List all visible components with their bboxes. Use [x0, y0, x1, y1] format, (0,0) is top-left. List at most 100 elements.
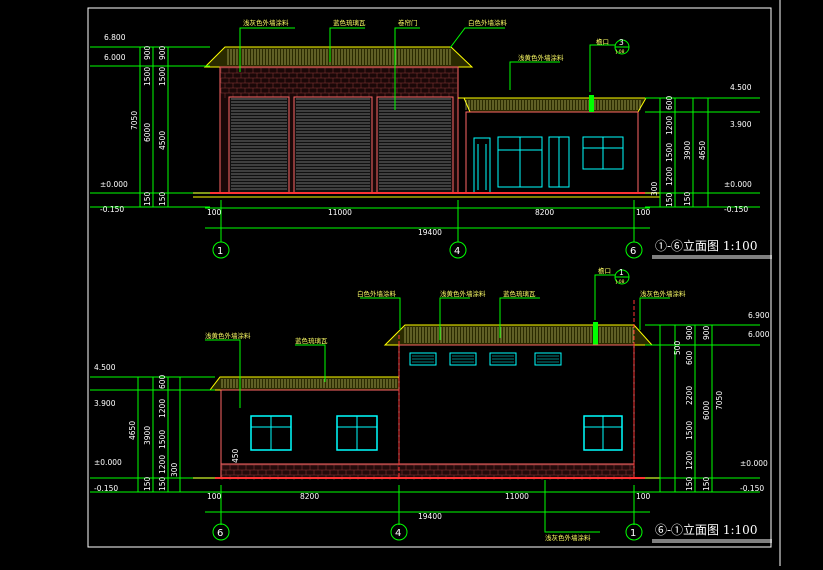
back-bottom-dim-2: 8200: [300, 492, 319, 501]
roller-door-2: [293, 96, 373, 194]
back-downpipe: [593, 322, 598, 346]
roller-door-1: [228, 96, 290, 194]
annex-roof-tiles: [465, 100, 641, 110]
roller-door-3: [376, 96, 454, 194]
back-right-inner-1: 900: [685, 325, 694, 340]
back-annotation-6: 浅灰色外墙涂料: [640, 289, 686, 298]
back-right-inner-7: 150: [685, 476, 694, 491]
front-dim-mid-2: 1500: [143, 67, 152, 86]
front-annotation-2: 蓝色琉璃瓦: [333, 18, 366, 27]
back-axis-bubble-6: [212, 523, 230, 541]
back-right-inner-4: 2200: [685, 386, 694, 405]
front-dim-inner-4: 150: [158, 191, 167, 206]
back-window-2: [336, 415, 378, 451]
back-right-level-4: -0.150: [740, 484, 764, 493]
front-level-ground: -0.150: [100, 205, 124, 214]
back-left-inner-2: 1200: [158, 399, 167, 418]
front-dim-inner-3: 4500: [158, 131, 167, 150]
back-window-3: [583, 415, 623, 451]
back-left-mid-1: 3900: [143, 426, 152, 445]
downpipe: [589, 95, 594, 112]
back-bottom-dim-4: 100: [636, 492, 651, 501]
front-title: ①-⑥立面图 1:100: [655, 238, 757, 253]
front-dim-mid-4: 150: [143, 191, 152, 206]
left-dimension-group: [90, 46, 210, 208]
back-left-inner-6: 150: [158, 476, 167, 491]
back-annotation-7: 檐口: [598, 266, 611, 275]
axis-bubble-6: [625, 241, 643, 259]
axis-bubble-4: [449, 241, 467, 259]
high-vent-group: [409, 352, 562, 366]
front-level-eave: 6.000: [104, 53, 126, 62]
back-level-top: 4.500: [94, 363, 116, 372]
back-left-inner-5: 300: [170, 462, 179, 477]
annex-roof: [458, 97, 647, 113]
front-axis-label-1: 1: [217, 246, 223, 257]
back-right-inner-2: 600: [685, 350, 694, 365]
back-plinth-dim: 450: [231, 448, 240, 463]
front-axis-label-6: 6: [630, 246, 636, 257]
front-right-inner-3: 1500: [665, 143, 674, 162]
front-right-level-3: ±0.000: [724, 180, 752, 189]
back-right-level-2: 6.000: [748, 330, 770, 339]
back-right-level-3: ±0.000: [740, 459, 768, 468]
right-dimension-group: [645, 97, 760, 208]
front-bottom-dim-2: 11000: [328, 208, 352, 217]
front-right-level-2: 3.900: [730, 120, 752, 129]
annex-door-2: [548, 136, 570, 188]
front-callout-num: 3: [619, 38, 624, 47]
back-annotation-5: 蓝色琉璃瓦: [503, 289, 536, 298]
back-right-inner-3: 500: [673, 340, 682, 355]
back-bottom-dim-3: 11000: [505, 492, 529, 501]
back-right-mid-2: 6000: [702, 401, 711, 420]
back-right-mid-3: 150: [702, 476, 711, 491]
back-axis-bubble-4: [390, 523, 408, 541]
back-left-dimension-group: [90, 376, 215, 493]
front-level-zero: ±0.000: [100, 180, 128, 189]
back-title: ⑥-①立面图 1:100: [655, 522, 757, 537]
low-roof-tiles: [221, 379, 397, 388]
back-right-level-1: 6.900: [748, 311, 770, 320]
front-annotation-3: 卷帘门: [398, 18, 418, 27]
front-annotation-1: 浅灰色外墙涂料: [243, 18, 289, 27]
front-bottom-dim-3: 8200: [535, 208, 554, 217]
front-right-inner-1: 600: [665, 95, 674, 110]
back-right-mid-1: 900: [702, 325, 711, 340]
front-right-mid-1: 3900: [683, 141, 692, 160]
front-elevation: [90, 27, 772, 259]
drawing-frame: [87, 7, 772, 548]
front-bottom-dim-4: 100: [636, 208, 651, 217]
back-level-ground: -0.150: [94, 484, 118, 493]
back-window-1: [250, 415, 292, 451]
high-roof-tiles: [404, 327, 634, 343]
plinth-brick-pattern: [221, 464, 633, 480]
back-annotation-2: 蓝色琉璃瓦: [295, 336, 328, 345]
front-right-inner-4: 1200: [665, 167, 674, 186]
front-right-mid-2: 150: [683, 191, 692, 206]
front-axis-label-4: 4: [454, 246, 460, 257]
front-right-level-4: -0.150: [724, 205, 748, 214]
front-level-top: 6.800: [104, 33, 126, 42]
back-right-inner-5: 1500: [685, 421, 694, 440]
back-annotation-3: 白色外墙涂料: [357, 289, 397, 298]
annex-window-2: [582, 136, 624, 170]
front-right-inner-2: 1200: [665, 116, 674, 135]
front-dim-mid-3: 6000: [143, 123, 152, 142]
back-bottom-dimension-group: [205, 485, 650, 525]
front-dim-inner-2: 1500: [158, 67, 167, 86]
back-annotation-8: 浅灰色外墙涂料: [545, 533, 591, 542]
back-axis-bubble-1: [625, 523, 643, 541]
back-left-inner-4: 1200: [158, 455, 167, 474]
back-callout-sheet: J-08: [615, 279, 625, 285]
back-axis-label-1: 1: [630, 528, 636, 539]
annotation-leaders: [239, 27, 615, 110]
back-right-dimension-group: [645, 324, 760, 493]
back-callout-num: 1: [619, 268, 624, 277]
front-annotation-4: 白色外墙涂料: [468, 18, 508, 27]
back-axis-label-6: 6: [217, 528, 223, 539]
back-annotation-leaders: [205, 274, 670, 533]
back-left-inner-3: 1500: [158, 430, 167, 449]
back-annotation-1: 浅黄色外墙涂料: [205, 331, 251, 340]
